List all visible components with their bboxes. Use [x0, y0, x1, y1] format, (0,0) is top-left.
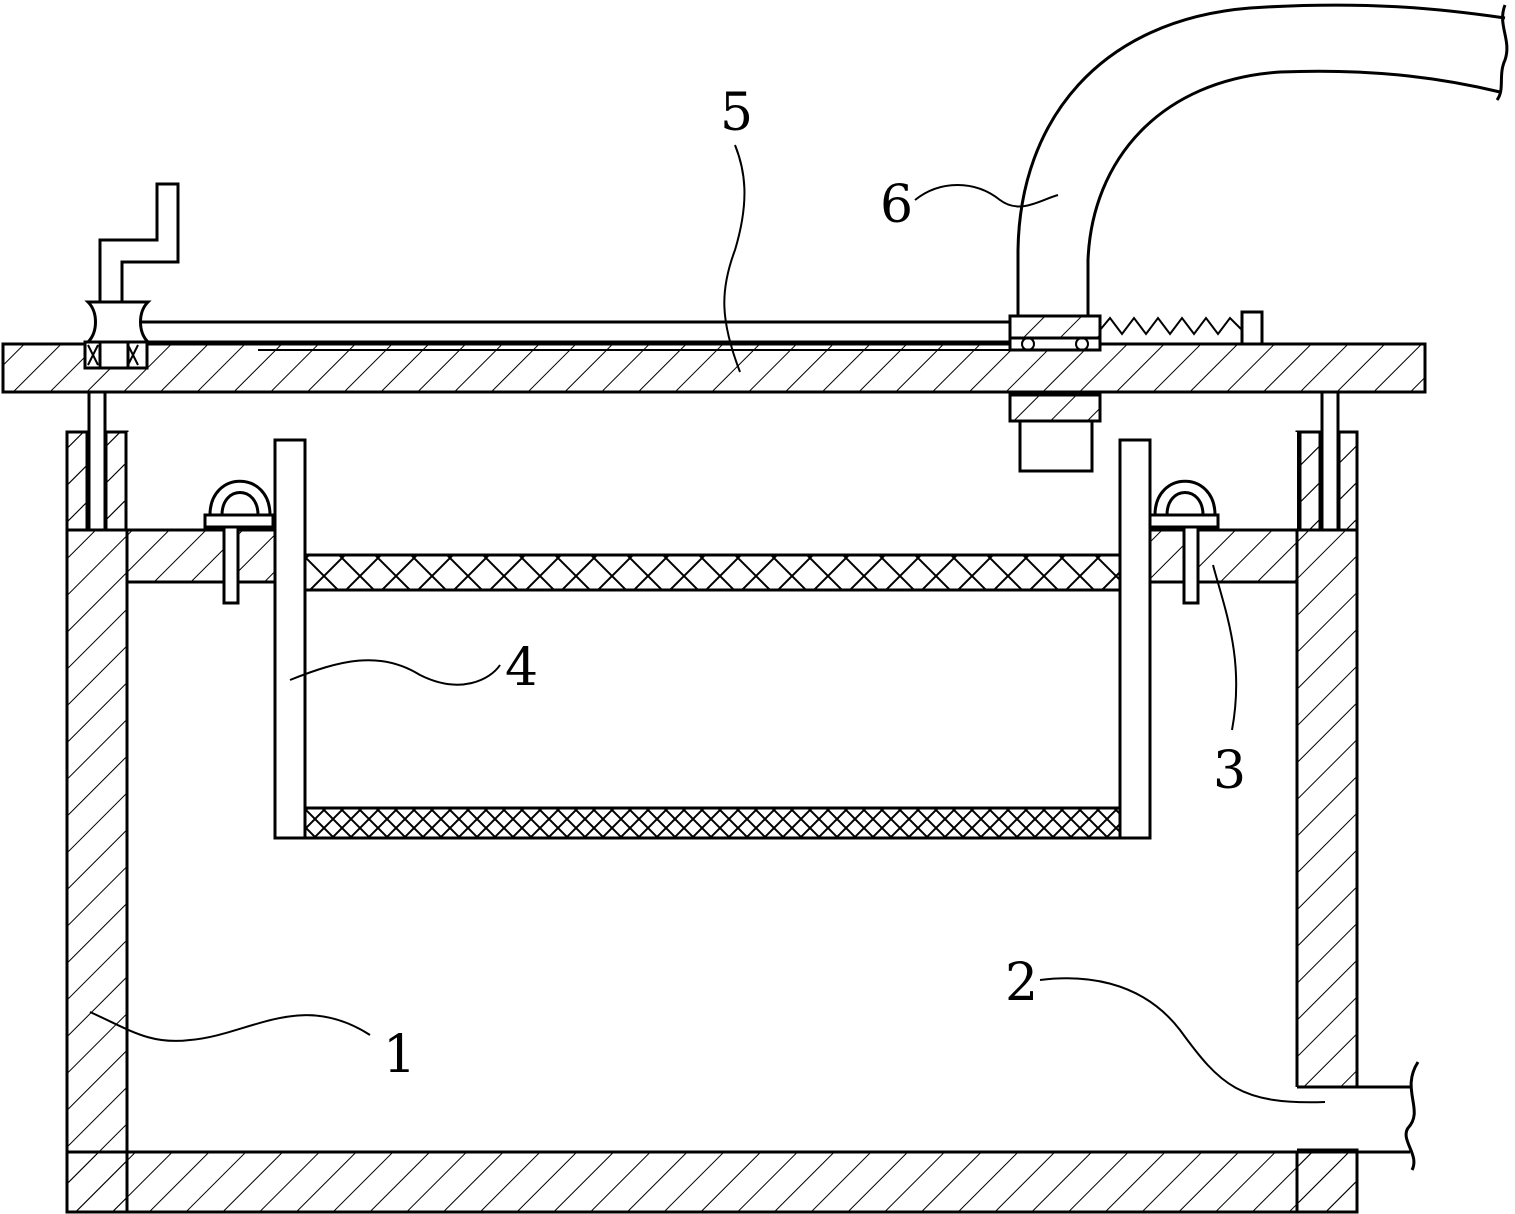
support-ledge [125, 479, 1299, 605]
callout-2: 2 [1005, 953, 1038, 1013]
leader-1 [89, 1011, 371, 1042]
lower-filter-mesh [303, 806, 1122, 840]
callout-4: 4 [505, 638, 538, 698]
leader-3 [1212, 564, 1238, 731]
flexible-hose [1016, 3, 1509, 316]
callout-1: 1 [383, 1025, 416, 1085]
slider-block [1008, 314, 1102, 340]
outlet-pipe [1297, 1061, 1420, 1171]
tank-left-wall [65, 430, 129, 1214]
tank-body [65, 430, 1359, 1214]
leader-2 [1039, 977, 1326, 1104]
cover-plate-body [1, 342, 1427, 394]
crank-handle [83, 182, 180, 370]
slider-assembly [1008, 310, 1264, 473]
basket-left-post [273, 438, 307, 840]
basket-right-post [1118, 438, 1152, 840]
tank-right-wall-upper [1295, 430, 1359, 1089]
leader-6 [914, 184, 1059, 208]
cover-plate [1, 182, 1427, 532]
filter-basket [273, 438, 1152, 840]
tank-interior [127, 432, 1297, 1152]
bolt-left [203, 479, 275, 605]
ledge-left [125, 528, 279, 584]
callout-6: 6 [880, 175, 913, 235]
spring-icon [1099, 316, 1243, 336]
leader-lines [89, 144, 1326, 1104]
tank-bottom [65, 1150, 1359, 1214]
callout-5: 5 [720, 83, 753, 143]
leader-4 [289, 659, 501, 686]
leader-5 [723, 144, 746, 373]
upper-filter-mesh [303, 553, 1122, 592]
guide-rod [138, 320, 1012, 344]
ledge-right [1145, 528, 1299, 584]
callout-3: 3 [1213, 741, 1246, 801]
callouts: 1 2 3 4 5 6 [383, 83, 1246, 1085]
